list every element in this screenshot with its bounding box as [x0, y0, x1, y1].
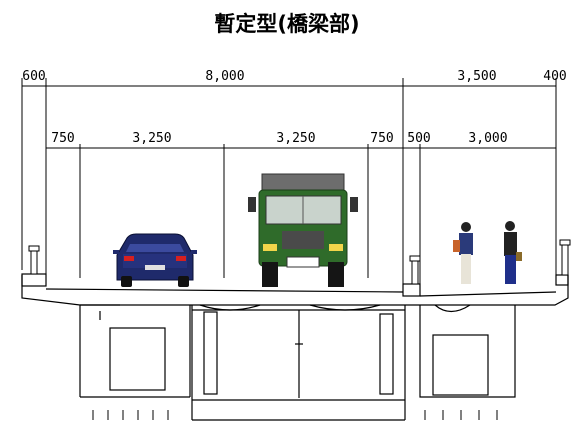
dim-600: 600 — [22, 69, 45, 84]
dim-3000: 3,000 — [468, 131, 507, 146]
pedestrian-icon — [504, 221, 522, 284]
pedestrian-icon — [453, 222, 473, 284]
railing-posts — [28, 239, 571, 285]
dim-3250-left: 3,250 — [132, 131, 171, 146]
deck-slab — [21, 273, 569, 306]
dim-750-left: 750 — [51, 131, 74, 146]
dimension-lines — [21, 78, 557, 290]
dim-500: 500 — [407, 131, 430, 146]
truck-icon — [248, 173, 358, 287]
girders — [79, 304, 516, 421]
dim-3250-right: 3,250 — [276, 131, 315, 146]
dim-400: 400 — [543, 69, 566, 84]
dim-8000: 8,000 — [205, 69, 244, 84]
dim-750-right: 750 — [370, 131, 393, 146]
dim-3500: 3,500 — [457, 69, 496, 84]
hatch-marks — [92, 410, 498, 420]
diagram-title: 暫定型(橋梁部) — [214, 12, 360, 36]
car-icon — [113, 233, 197, 287]
